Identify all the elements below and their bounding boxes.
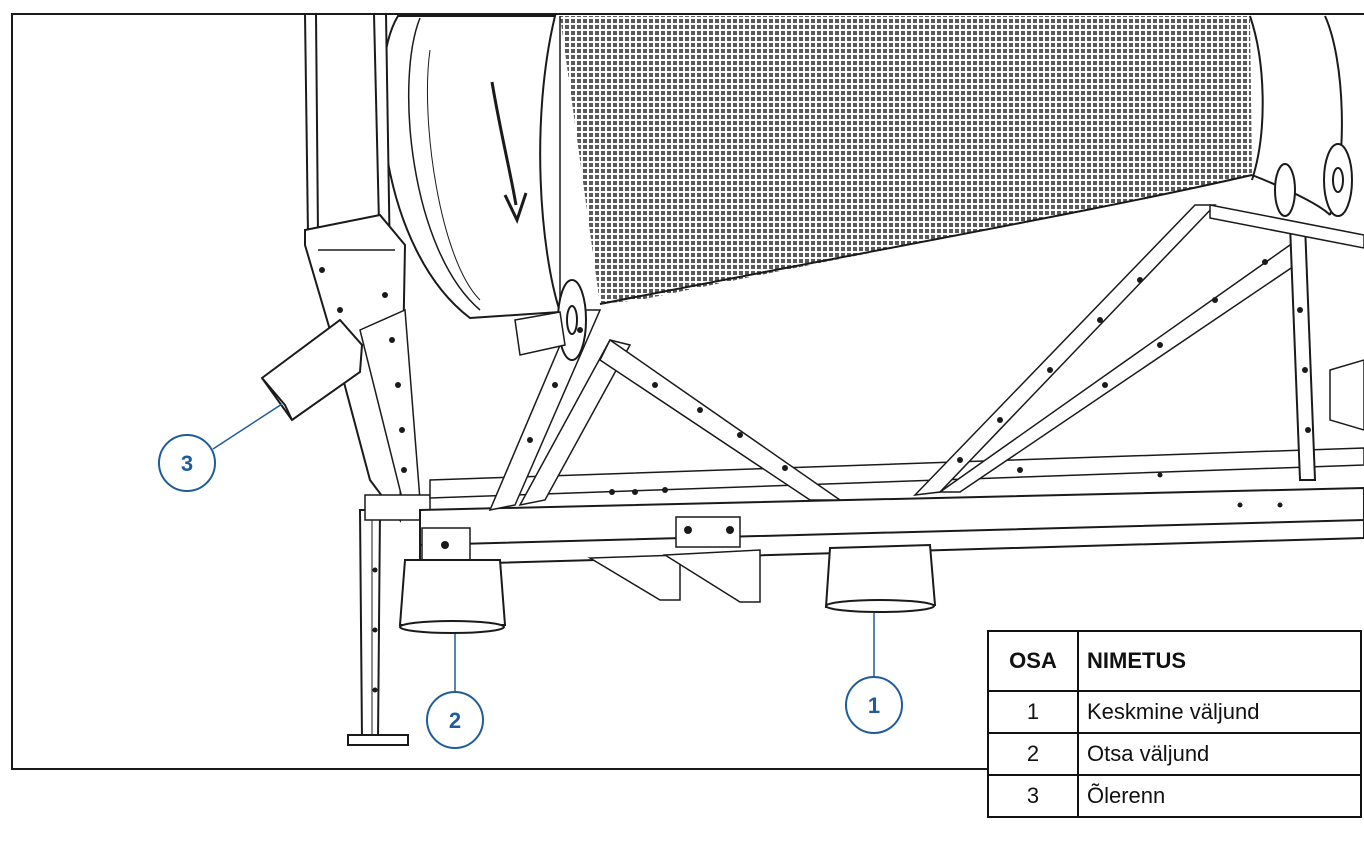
row-1-osa: 1 [987, 690, 1079, 734]
row-3-name: Õlerenn [1077, 774, 1362, 818]
header-nimetus: NIMETUS [1077, 630, 1362, 692]
callout-3-number: 3 [181, 451, 193, 476]
rotation-arrow-icon [490, 81, 528, 224]
drum [380, 15, 1343, 320]
parts-table-header: OSA NIMETUS [987, 630, 1362, 692]
leader-lines [212, 403, 875, 692]
row-1-name: Keskmine väljund [1077, 690, 1362, 734]
callout-2-number: 2 [449, 708, 461, 733]
end-outlet [398, 559, 507, 626]
support-frame [260, 13, 1364, 746]
header-osa: OSA [987, 630, 1079, 692]
callout-3: 3 [158, 434, 216, 492]
table-row: 2 Otsa väljund [987, 732, 1362, 776]
leader-line-3 [212, 403, 283, 450]
table-row: 3 Õlerenn [987, 774, 1362, 818]
row-2-osa: 2 [987, 732, 1079, 776]
center-outlet [824, 543, 937, 609]
frame-border [11, 13, 1364, 770]
callout-2: 2 [426, 691, 484, 749]
callout-1: 1 [845, 676, 903, 734]
drum-rollers [514, 143, 1364, 431]
row-2-name: Otsa väljund [1077, 732, 1362, 776]
row-3-osa: 3 [987, 774, 1079, 818]
bolts [319, 259, 1311, 693]
straw-chute [260, 318, 364, 422]
drum-end-ring [380, 15, 562, 320]
parts-table: OSA NIMETUS 1 Keskmine väljund 2 Otsa vä… [987, 630, 1362, 818]
table-row: 1 Keskmine väljund [987, 690, 1362, 734]
callout-1-number: 1 [868, 693, 880, 718]
drum-mesh [560, 16, 1252, 304]
